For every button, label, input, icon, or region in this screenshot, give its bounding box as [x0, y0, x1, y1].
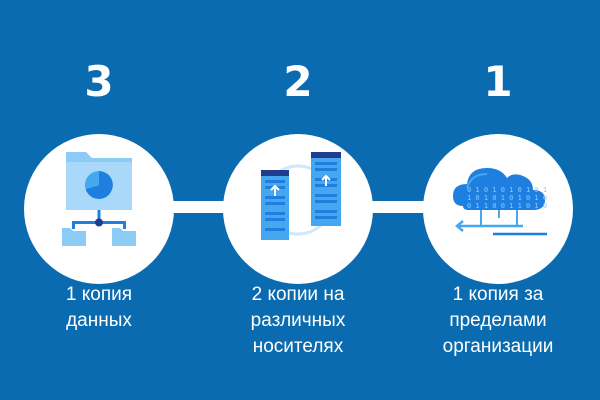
server-sync-icon [261, 152, 341, 240]
step-caption: 1 копия за пределами организации [408, 282, 588, 360]
step-number: 3 [84, 57, 114, 106]
caption-line: 1 копия за [452, 284, 544, 305]
step-number: 1 [483, 57, 513, 106]
caption-line: организации [442, 336, 554, 357]
step-two-media: 2 [208, 0, 388, 400]
caption-line: данных [66, 310, 132, 331]
svg-text:0 1 1 0 0 1 1 0 1 0: 0 1 1 0 0 1 1 0 1 0 [467, 202, 547, 210]
step-caption: 1 копия данных [9, 282, 189, 334]
caption-line: носителях [252, 336, 344, 357]
step-one-offsite: 1 0 1 0 1 0 1 0 1 0 1 1 0 1 0 1 0 1 0 1 … [408, 0, 588, 400]
step-number: 2 [283, 57, 313, 106]
caption-line: пределами [449, 310, 547, 331]
cloud-binary-icon: 0 1 0 1 0 1 0 1 0 1 1 0 1 0 1 0 1 0 1 0 … [453, 168, 547, 236]
svg-text:0 1 0 1 0 1 0 1 0 1: 0 1 0 1 0 1 0 1 0 1 [467, 186, 547, 194]
step-caption: 2 копии на различных носителях [208, 282, 388, 360]
caption-line: 1 копия [65, 284, 133, 305]
folder-network-icon [62, 152, 136, 246]
caption-line: 2 копии на [251, 284, 345, 305]
svg-text:1 0 1 0 1 0 1 0 1 0: 1 0 1 0 1 0 1 0 1 0 [467, 194, 547, 202]
caption-line: различных [250, 310, 346, 331]
step-circle [223, 134, 373, 284]
step-three-copies: 3 1 копия данны [9, 0, 189, 400]
step-circle: 0 1 0 1 0 1 0 1 0 1 1 0 1 0 1 0 1 0 1 0 … [423, 134, 573, 284]
step-circle [24, 134, 174, 284]
